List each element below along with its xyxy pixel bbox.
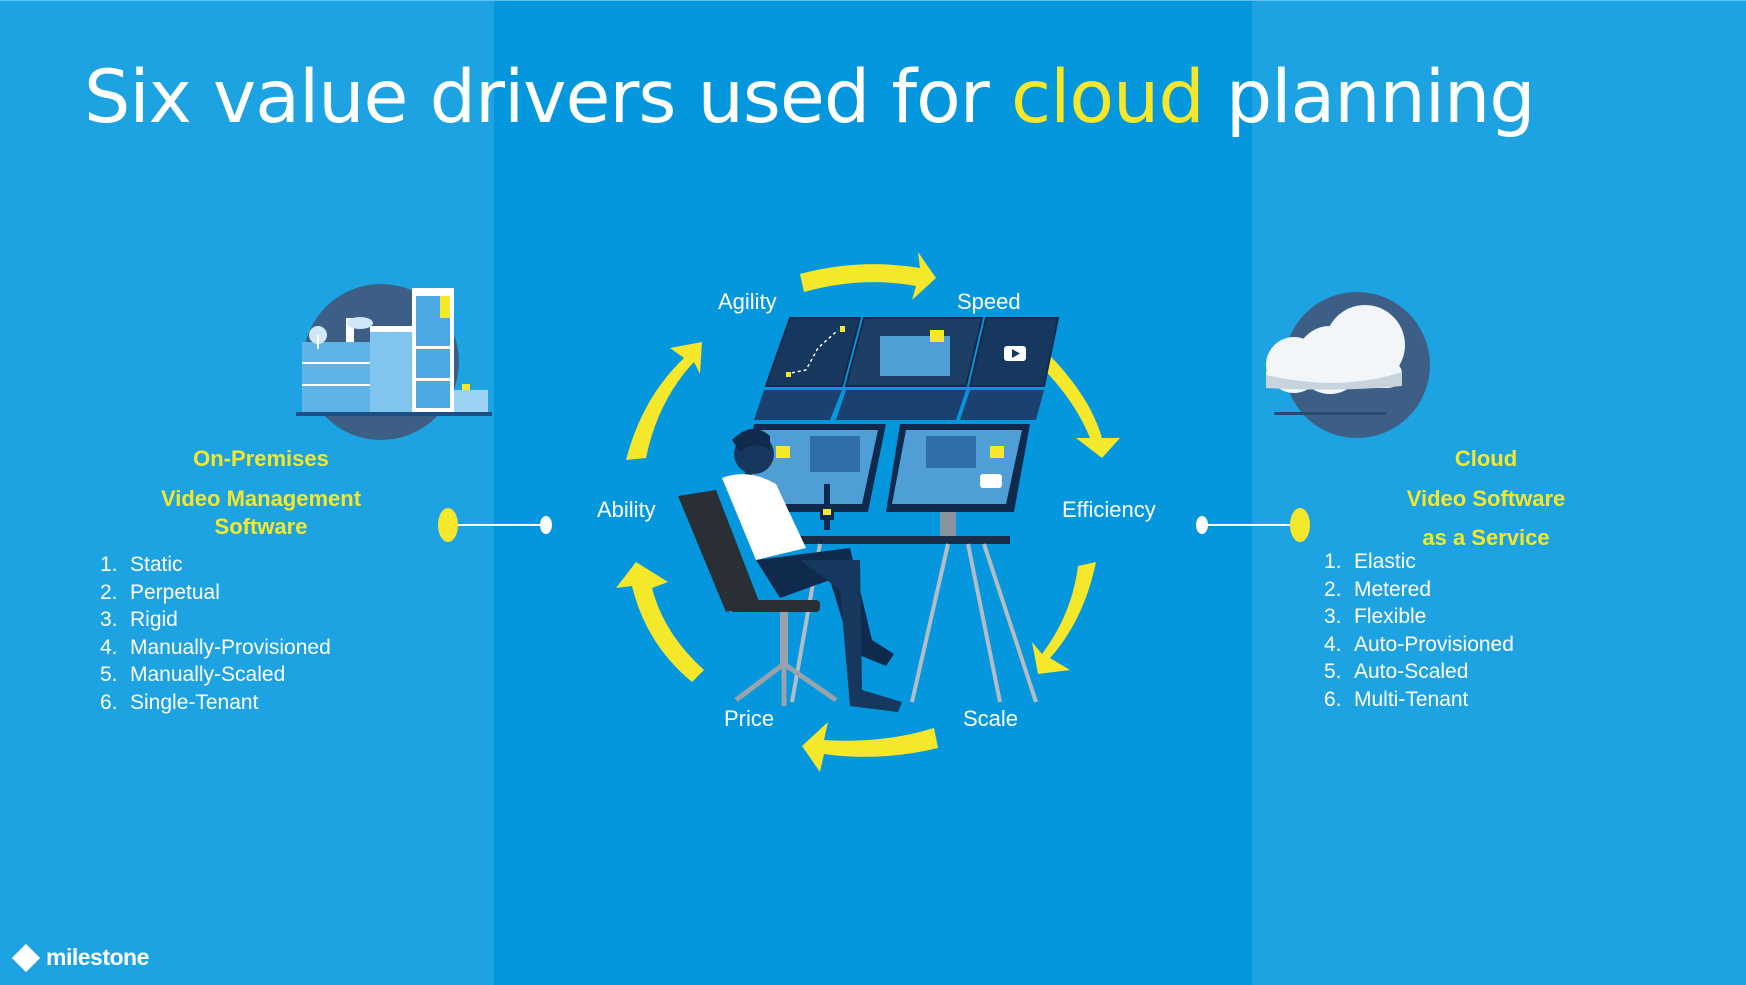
milestone-logo: milestone	[11, 943, 149, 972]
list-item: 6.Single-Tenant	[100, 690, 259, 714]
right-heading-line2: Video Software	[1406, 486, 1566, 511]
building-icon	[296, 284, 492, 440]
list-item: 6.Multi-Tenant	[1324, 687, 1469, 711]
diamond-logo-icon	[11, 943, 41, 972]
video-wall	[754, 317, 1060, 420]
list-item: 5.Manually-Scaled	[100, 663, 286, 687]
driver-efficiency: Efficiency	[1062, 497, 1156, 522]
driver-price: Price	[724, 706, 775, 731]
list-item: 5.Auto-Scaled	[1324, 660, 1469, 684]
left-heading-line3: Software	[214, 514, 308, 539]
list-item: 4.Auto-Provisioned	[1324, 632, 1514, 656]
slide-title: Six value drivers used for cloud plannin…	[84, 55, 1536, 140]
list-item: 4.Manually-Provisioned	[100, 635, 331, 659]
top-border	[0, 0, 1746, 1]
title-part2: planning	[1203, 55, 1536, 140]
operator-illustration	[678, 317, 1060, 712]
driver-scale: Scale	[963, 706, 1019, 731]
list-item: 2.Perpetual	[100, 580, 220, 604]
list-item: 1.Static	[100, 553, 183, 576]
arrow-speed-efficiency	[1030, 342, 1120, 458]
arrow-scale-price	[802, 722, 938, 772]
left-heading-line2: Video Management	[160, 486, 362, 511]
left-connector	[438, 508, 552, 542]
arrow-ability-agility	[626, 342, 702, 460]
left-heading-line1: On-Premises	[193, 446, 329, 471]
left-list: 1.Static 2.Perpetual 3.Rigid 4.Manually-…	[100, 551, 331, 717]
right-panel	[1252, 0, 1746, 985]
arrow-price-ability	[616, 562, 704, 682]
list-item: 2.Metered	[1324, 577, 1432, 601]
driver-ability: Ability	[597, 497, 656, 522]
logo-text: milestone	[46, 944, 149, 970]
driver-speed: Speed	[957, 289, 1021, 314]
title-part1: Six value drivers used for	[84, 55, 1011, 140]
cycle-arrows	[616, 252, 1120, 772]
left-panel	[0, 0, 494, 985]
title-highlight: cloud	[1010, 55, 1205, 140]
cloud-icon	[1266, 292, 1430, 438]
list-item: 1.Elastic	[1324, 550, 1416, 573]
list-item: 3.Rigid	[100, 608, 178, 632]
arrow-agility-speed	[800, 252, 936, 300]
driver-agility: Agility	[718, 289, 777, 314]
right-list: 1.Elastic 2.Metered 3.Flexible 4.Auto-Pr…	[1324, 548, 1514, 714]
arrow-efficiency-scale	[1032, 562, 1096, 674]
right-heading-line1: Cloud	[1454, 446, 1518, 471]
right-connector	[1196, 508, 1310, 542]
list-item: 3.Flexible	[1324, 605, 1427, 629]
right-heading-line3: as a Service	[1422, 525, 1550, 550]
